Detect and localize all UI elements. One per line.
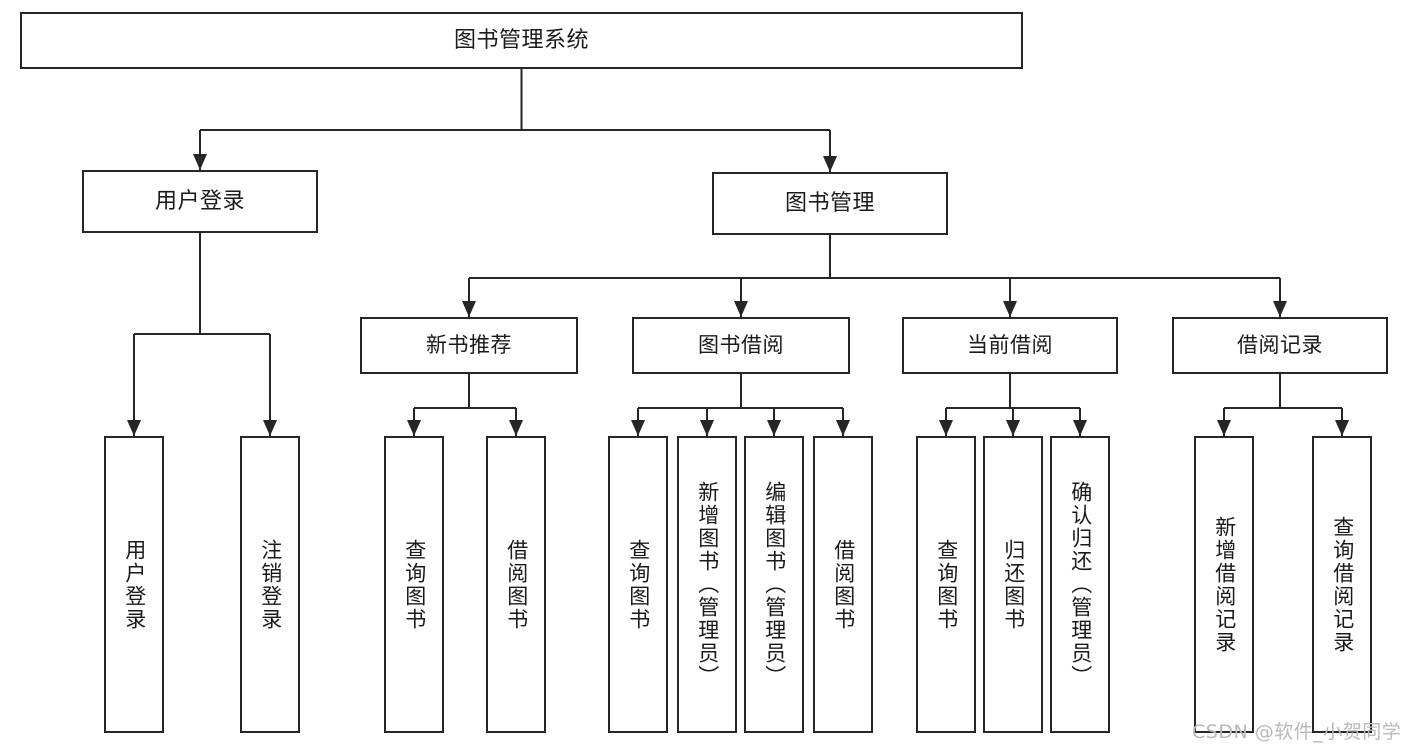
node-label: 查询图书 — [934, 538, 959, 631]
node-leaf-new-1[interactable]: 查询图书 — [384, 436, 444, 733]
node-label: 编辑图书（管理员） — [762, 481, 787, 688]
node-label: 查询借阅记录 — [1330, 515, 1355, 654]
node-leaf-cur-2[interactable]: 归还图书 — [983, 436, 1043, 733]
node-label: 新增图书（管理员） — [695, 481, 720, 688]
node-current[interactable]: 当前借阅 — [902, 317, 1118, 374]
edge-group-records — [1217, 374, 1349, 436]
node-label: 图书管理系统 — [453, 27, 589, 53]
node-label: 新书推荐 — [426, 333, 512, 358]
edge-group-bookmgmt — [462, 235, 1287, 317]
node-root[interactable]: 图书管理系统 — [20, 12, 1023, 69]
node-label: 新增借阅记录 — [1212, 515, 1237, 654]
node-newbook[interactable]: 新书推荐 — [360, 317, 578, 374]
node-leaf-borrow-3[interactable]: 编辑图书（管理员） — [744, 436, 804, 733]
node-label: 注销登录 — [258, 538, 283, 631]
node-label: 用户登录 — [122, 538, 147, 631]
node-bookmgmt[interactable]: 图书管理 — [712, 172, 948, 235]
node-label: 图书借阅 — [698, 333, 784, 358]
node-label: 借阅图书 — [504, 538, 529, 631]
node-label: 借阅记录 — [1237, 333, 1323, 358]
node-label: 查询图书 — [626, 538, 651, 631]
node-leaf-borrow-4[interactable]: 借阅图书 — [813, 436, 873, 733]
node-leaf-borrow-2[interactable]: 新增图书（管理员） — [677, 436, 737, 733]
node-login[interactable]: 用户登录 — [82, 170, 318, 233]
node-leaf-borrow-1[interactable]: 查询图书 — [608, 436, 668, 733]
edge-group-login — [127, 233, 277, 436]
node-leaf-rec-2[interactable]: 查询借阅记录 — [1312, 436, 1372, 733]
node-label: 归还图书 — [1001, 538, 1026, 631]
node-leaf-login-1[interactable]: 用户登录 — [104, 436, 164, 733]
node-label: 用户登录 — [154, 188, 245, 214]
edge-group-newbook — [407, 374, 523, 436]
node-label: 确认归还（管理员） — [1068, 481, 1093, 688]
node-leaf-rec-1[interactable]: 新增借阅记录 — [1194, 436, 1254, 733]
node-leaf-login-2[interactable]: 注销登录 — [240, 436, 300, 733]
node-records[interactable]: 借阅记录 — [1172, 317, 1388, 374]
node-label: 借阅图书 — [831, 538, 856, 631]
node-label: 图书管理 — [784, 190, 875, 216]
edge-group-borrow — [631, 374, 850, 436]
node-leaf-new-2[interactable]: 借阅图书 — [486, 436, 546, 733]
node-leaf-cur-3[interactable]: 确认归还（管理员） — [1050, 436, 1110, 733]
node-borrow[interactable]: 图书借阅 — [632, 317, 850, 374]
edge-group-root — [193, 69, 837, 172]
edge-group-current — [939, 374, 1087, 436]
node-label: 当前借阅 — [967, 333, 1053, 358]
node-leaf-cur-1[interactable]: 查询图书 — [916, 436, 976, 733]
node-label: 查询图书 — [402, 538, 427, 631]
csdn-watermark: CSDN @软件_小贺同学 — [1192, 721, 1402, 743]
